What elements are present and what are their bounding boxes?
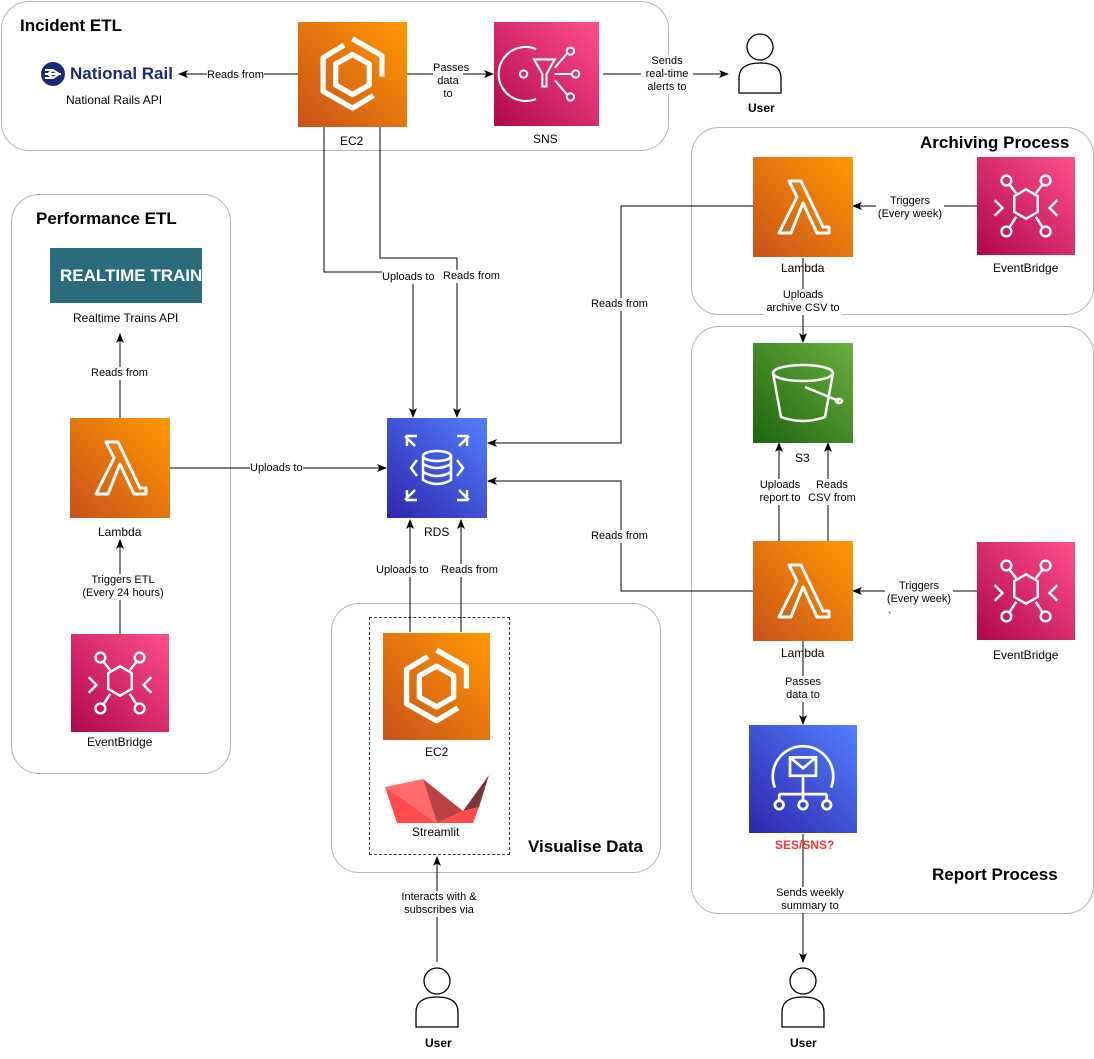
edge-label-vis-uploads: Uploads to [376,564,429,577]
edge-label-uploads-perf: Uploads to [250,462,303,475]
national-rail-api-label: National Rails API [66,93,163,107]
ses-icon [749,725,857,833]
eventbridge-archive-label: EventBridge [993,261,1059,275]
ec2-incident-icon [298,22,407,127]
national-rail-logo-text: National Rail [70,64,173,83]
ses-label: SES/SNS? [775,838,835,852]
ec2-streamlit-container [369,617,510,855]
eventbridge-report-icon [977,542,1075,640]
lambda-performance-label: Lambda [98,525,142,539]
sns-icon [494,22,599,126]
lambda-report-label: Lambda [781,646,825,660]
edge-label-report-uploads: Uploads report to [756,479,804,505]
streamlit-logo-icon [383,767,491,823]
edge-ec2-reads-rds [379,127,461,418]
realtime-trains-api-label: Realtime Trains API [73,311,179,325]
edge-label-vis-reads: Reads from [441,564,498,577]
s3-label: S3 [795,451,810,465]
edge-label-archive-uploads: Uploads archive CSV to [764,289,842,315]
eventbridge-report-label: EventBridge [993,648,1059,662]
report-process-title: Report Process [932,865,1058,884]
lambda-archive-icon [753,157,853,257]
lambda-report-icon [753,541,853,641]
edge-label-reads-from-nr: Reads from [207,69,264,82]
stray-backtick: ` [888,611,892,623]
edge-label-report-triggers: Triggers (Every week) [885,580,953,606]
national-rail-logo [40,61,172,87]
user-bottom-right-label: User [790,1036,817,1050]
user-top-icon [737,32,783,94]
edge-label-sends-alerts: Sends real-time alerts to [641,55,693,94]
edge-label-report-reads-s3: Reads CSV from [807,479,857,505]
user-bottom-left-icon [414,966,460,1028]
edge-label-ec2-reads: Reads from [443,270,500,283]
edge-label-reads-realtime: Reads from [91,367,148,380]
edge-ec2-uploads-rds [323,127,417,418]
edge-label-archive-triggers: Triggers (Every week) [876,195,944,221]
ec2-visualise-label: EC2 [425,745,449,759]
edge-label-report-reads-rds: Reads from [591,530,648,543]
performance-etl-title: Performance ETL [36,209,177,228]
lambda-archive-label: Lambda [781,261,825,275]
s3-icon [753,343,853,443]
edge-label-user-interacts: Interacts with & subscribes via [399,891,479,917]
realtime-trains-logo: REALTIME TRAINS [50,248,214,303]
sns-label: SNS [533,132,558,146]
edge-label-ec2-uploads: Uploads to [382,271,435,284]
eventbridge-archive-icon [977,157,1075,255]
edge-label-report-passes: Passes data to [783,676,823,702]
edge-archive-reads-rds [487,205,753,447]
user-top-label: User [748,101,775,115]
edge-label-triggers-etl: Triggers ETL (Every 24 hours) [78,574,168,600]
incident-etl-title: Incident ETL [20,16,122,35]
eventbridge-performance-icon [71,634,169,732]
ec2-incident-label: EC2 [340,134,364,148]
rds-label: RDS [424,525,450,539]
national-rail-icon [41,62,65,86]
archiving-process-title: Archiving Process [920,133,1070,152]
edge-label-sends-summary: Sends weekly summary to [768,887,852,913]
visualise-data-title: Visualise Data [528,837,643,856]
edge-label-passes-data: Passes data to [433,62,470,101]
ec2-visualise-icon [383,633,490,740]
realtime-trains-logo-text: REALTIME TRAINS [60,266,214,285]
edge-label-archive-reads: Reads from [591,298,648,311]
streamlit-label: Streamlit [412,825,460,839]
rds-icon [387,418,487,518]
user-bottom-right-icon [780,966,826,1028]
user-bottom-left-label: User [425,1036,452,1050]
lambda-performance-icon [70,418,170,518]
eventbridge-performance-label: EventBridge [87,735,153,749]
